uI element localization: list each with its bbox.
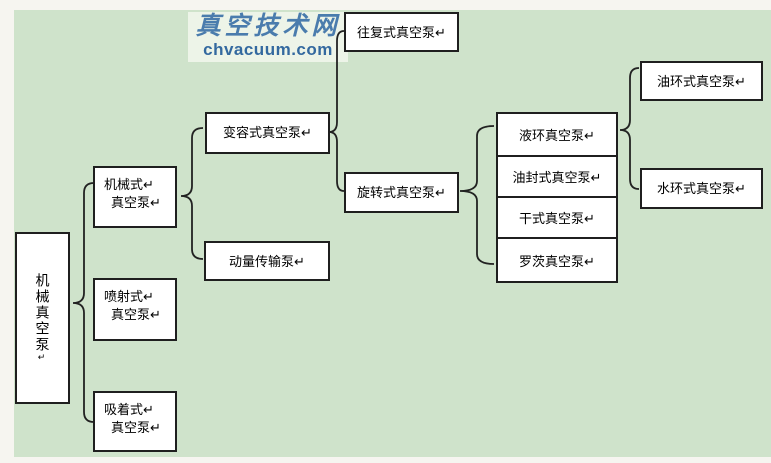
node-label-line: 机械式↵ bbox=[104, 177, 154, 192]
node-liquid-ring-pump: 液环真空泵↵ bbox=[496, 112, 618, 157]
node-label: 机械真空泵↵ bbox=[34, 273, 51, 363]
node-rotary-pump: 旋转式真空泵↵ bbox=[344, 172, 459, 213]
brace-liquid-ring-children bbox=[619, 67, 640, 190]
paragraph-mark: ↵ bbox=[37, 353, 48, 363]
brace-rotary-children bbox=[459, 125, 495, 265]
node-water-ring-pump: 水环式真空泵↵ bbox=[640, 168, 763, 209]
node-label-line: 喷射式↵ bbox=[104, 289, 154, 304]
node-label-line: 真空泵↵ bbox=[111, 420, 161, 435]
watermark-site-url: chvacuum.com bbox=[203, 40, 333, 59]
node-jet-type: 喷射式↵ 真空泵↵ bbox=[93, 278, 177, 341]
node-variable-volume-pump: 变容式真空泵↵ bbox=[205, 112, 330, 154]
node-sorption-type: 吸着式↵ 真空泵↵ bbox=[93, 391, 177, 452]
node-mechanical-vacuum-pump-root: 机械真空泵↵ bbox=[15, 232, 70, 404]
diagram-canvas: 真空技术网 chvacuum.com 机械真空泵↵ 机械式↵ 真空泵↵ 喷射式↵… bbox=[14, 10, 771, 457]
brace-root-children bbox=[72, 182, 95, 423]
watermark: 真空技术网 chvacuum.com bbox=[188, 12, 348, 62]
brace-mechanical-children bbox=[180, 127, 204, 260]
node-label-line: 吸着式↵ bbox=[104, 402, 154, 417]
node-momentum-transfer-pump: 动量传输泵↵ bbox=[204, 241, 330, 281]
node-label-line: 真空泵↵ bbox=[111, 307, 161, 322]
node-reciprocating-pump: 往复式真空泵↵ bbox=[344, 12, 459, 52]
node-mechanical-type: 机械式↵ 真空泵↵ bbox=[93, 166, 177, 228]
node-oil-sealed-pump: 油封式真空泵↵ bbox=[496, 155, 618, 198]
node-label-line: 真空泵↵ bbox=[111, 195, 161, 210]
node-roots-pump: 罗茨真空泵↵ bbox=[496, 237, 618, 283]
node-dry-pump: 干式真空泵↵ bbox=[496, 196, 618, 239]
watermark-site-name: 真空技术网 bbox=[195, 11, 341, 40]
node-oil-ring-pump: 油环式真空泵↵ bbox=[640, 61, 763, 101]
